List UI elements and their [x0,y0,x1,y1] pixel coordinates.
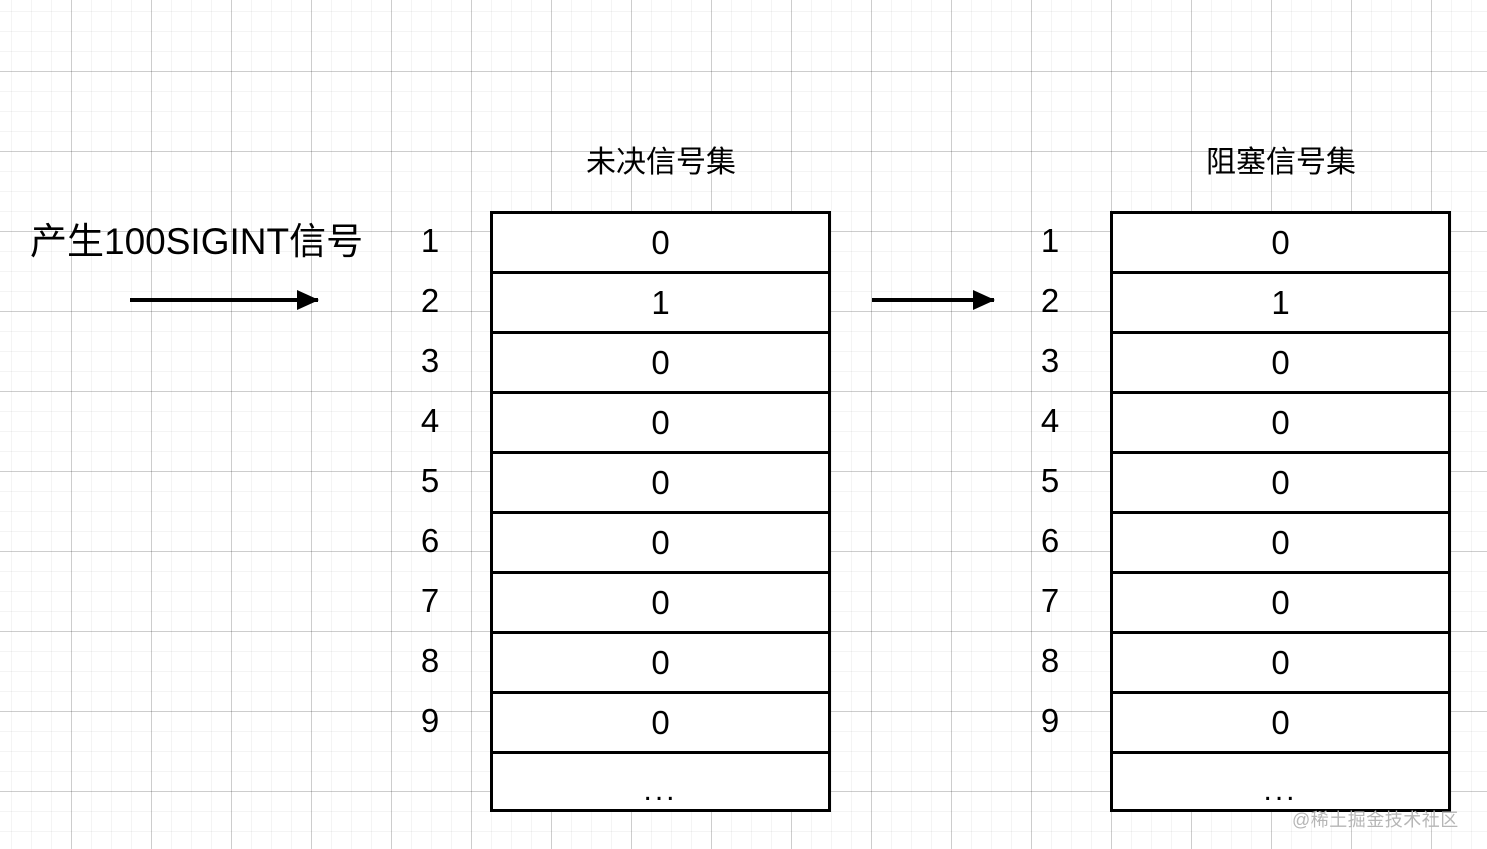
bit-value: 0 [651,704,670,741]
pending-signal-set-table: 0 1 0 0 0 0 0 0 0 ... [490,211,831,812]
bit-value: 0 [651,464,670,501]
bit-value: 1 [651,284,670,321]
index-label: 4 [420,402,440,439]
table-row: 0 [1113,334,1448,394]
bit-value: 1 [1271,284,1290,321]
bit-value: 0 [1271,224,1290,261]
table-row: 1 [493,274,828,334]
bit-value: 0 [651,224,670,261]
index-label: 7 [420,582,440,619]
pending-index-column: 1 2 3 4 5 6 7 8 9 [408,211,452,811]
index-label: 6 [420,522,440,559]
bit-value: 0 [1271,464,1290,501]
table-row: 0 [493,214,828,274]
index-label: 1 [420,222,440,259]
table-row: 0 [1113,634,1448,694]
index-label: 3 [420,342,440,379]
table-row: 0 [493,634,828,694]
index-label: 1 [1040,222,1060,259]
bit-value: 0 [651,644,670,681]
table-row: 0 [493,694,828,754]
bit-value: 0 [1271,344,1290,381]
ellipsis-label: ... [643,773,678,807]
bit-value: 0 [651,344,670,381]
watermark-label: @稀土掘金技术社区 [1292,810,1459,830]
index-label: 7 [1040,582,1060,619]
blocked-signal-set-table: 0 1 0 0 0 0 0 0 0 ... [1110,211,1451,812]
bit-value: 0 [1271,404,1290,441]
index-label [408,751,452,811]
table-row: 0 [1113,514,1448,574]
produce-signal-arrow-icon [130,298,318,302]
index-label: 3 [1040,342,1060,379]
bit-value: 0 [651,404,670,441]
blocked-set-title: 阻塞信号集 [1206,146,1356,179]
table-row: 1 [1113,274,1448,334]
blocked-index-column: 1 2 3 4 5 6 7 8 9 [1028,211,1072,811]
index-label [1028,751,1072,811]
table-row: 0 [493,514,828,574]
table-row: 0 [1113,694,1448,754]
bit-value: 0 [1271,584,1290,621]
produce-signal-label: 产生100SIGINT信号 [30,221,364,262]
table-row-ellipsis: ... [493,754,828,814]
index-label: 6 [1040,522,1060,559]
bit-value: 0 [651,524,670,561]
table-row: 0 [1113,214,1448,274]
index-label: 8 [420,642,440,679]
bit-value: 0 [1271,644,1290,681]
table-row: 0 [493,454,828,514]
index-label: 4 [1040,402,1060,439]
pending-set-title: 未决信号集 [586,146,736,179]
table-row: 0 [493,394,828,454]
index-label: 9 [420,702,440,739]
table-row: 0 [1113,394,1448,454]
table-row: 0 [493,334,828,394]
bit-value: 0 [651,584,670,621]
table-row-ellipsis: ... [1113,754,1448,814]
ellipsis-label: ... [1263,773,1298,807]
bit-value: 0 [1271,524,1290,561]
table-row: 0 [1113,574,1448,634]
index-label: 2 [1040,282,1060,319]
index-label: 5 [420,462,440,499]
index-label: 2 [420,282,440,319]
index-label: 8 [1040,642,1060,679]
transfer-arrow-icon [872,298,994,302]
table-row: 0 [493,574,828,634]
index-label: 5 [1040,462,1060,499]
table-row: 0 [1113,454,1448,514]
index-label: 9 [1040,702,1060,739]
bit-value: 0 [1271,704,1290,741]
